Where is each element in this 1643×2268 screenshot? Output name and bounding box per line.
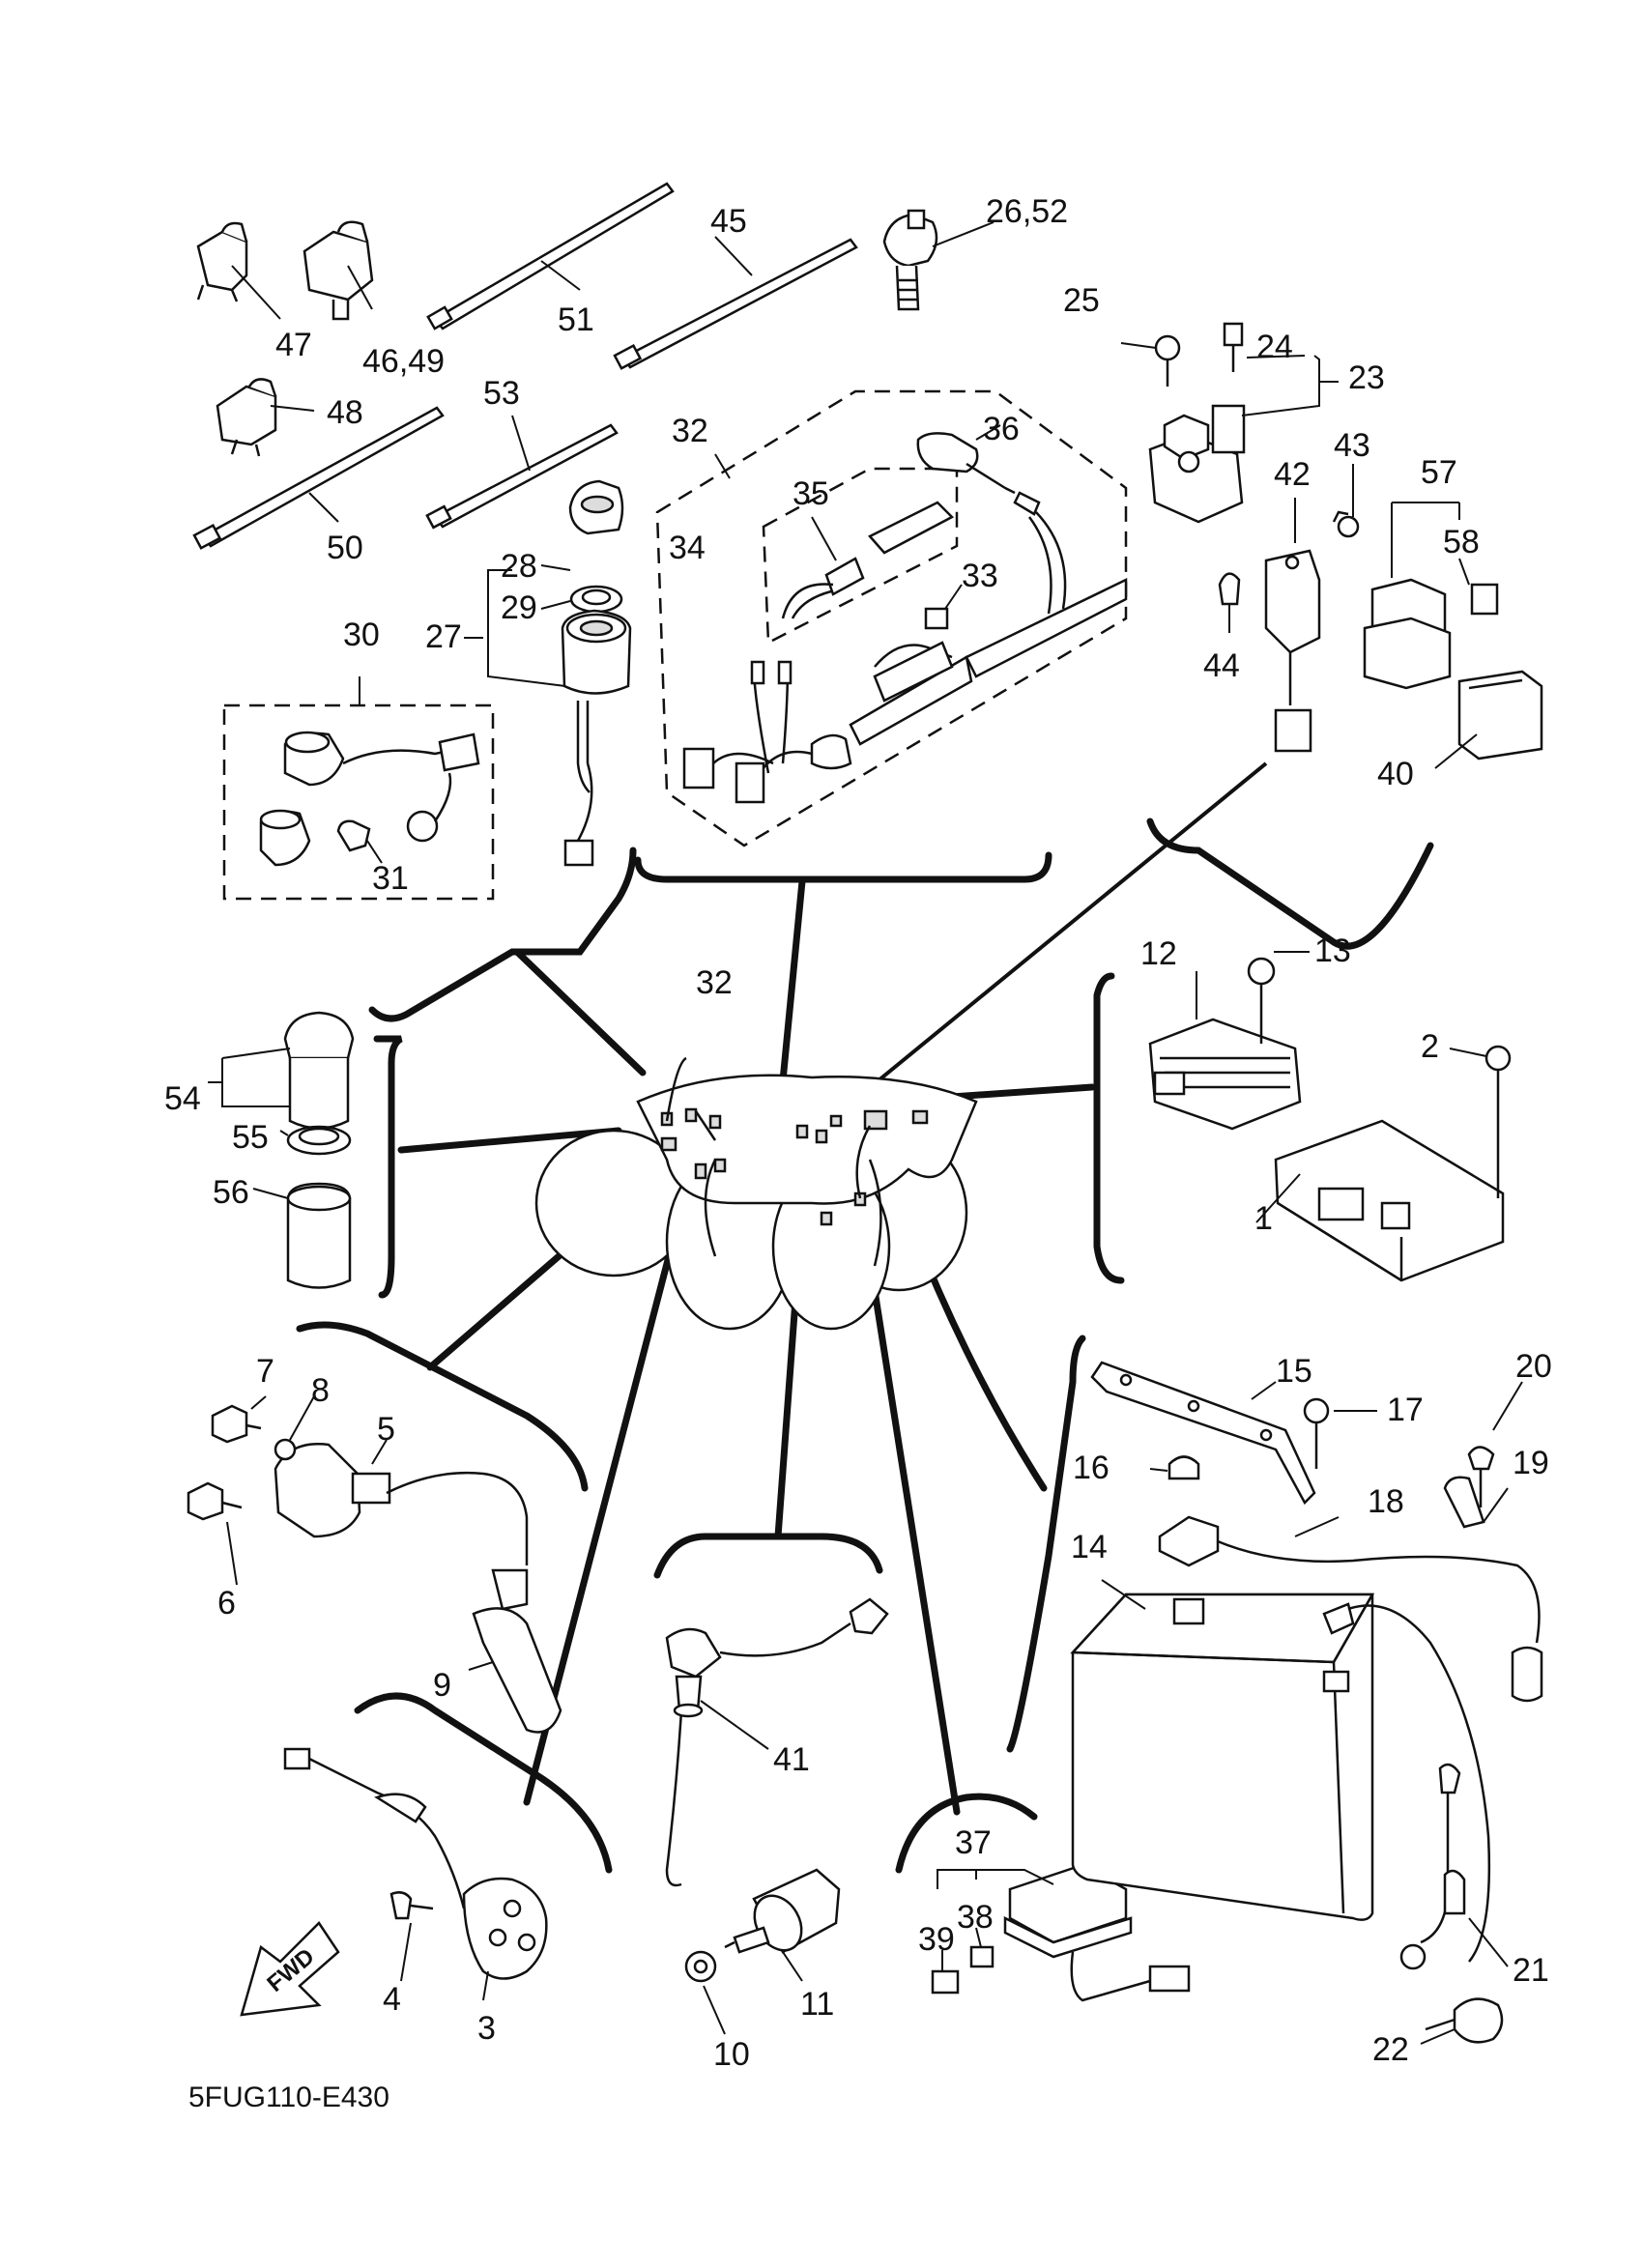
- battery-bracket-15: [1090, 1361, 1377, 1506]
- label-part-22: 22: [1372, 2031, 1409, 2068]
- lamp-group-30: [222, 676, 495, 901]
- label-part-36: 36: [983, 411, 1020, 447]
- clamp-47: [196, 221, 248, 302]
- thermo-switch-41: [665, 1597, 889, 1887]
- fuse-box-57: [1363, 502, 1543, 769]
- label-part-19: 19: [1513, 1445, 1549, 1481]
- label-part-2: 2: [1421, 1028, 1439, 1065]
- label-part-39: 39: [918, 1921, 955, 1958]
- label-part-7: 7: [256, 1353, 274, 1390]
- label-part-44: 44: [1203, 647, 1240, 684]
- label-part-24: 24: [1256, 329, 1293, 365]
- label-part-33: 33: [962, 558, 998, 594]
- battery-cable-18: [1158, 1515, 1543, 1703]
- atv-outline: [534, 1056, 978, 1331]
- label-part-41: 41: [773, 1741, 810, 1778]
- label-part-55: 55: [232, 1119, 269, 1156]
- label-part-14: 14: [1071, 1529, 1108, 1565]
- label-part-32-center: 32: [696, 964, 733, 1001]
- label-part-12: 12: [1140, 935, 1177, 972]
- label-part-21: 21: [1513, 1952, 1549, 1989]
- clamps-and-ties: [192, 182, 994, 550]
- sensor-11: [684, 1868, 841, 2035]
- label-part-18: 18: [1368, 1483, 1404, 1520]
- label-part-9: 9: [433, 1667, 451, 1704]
- label-part-11: 11: [800, 1986, 834, 2023]
- label-part-28: 28: [501, 548, 537, 585]
- label-part-5: 5: [377, 1411, 395, 1448]
- starter-relay-23: [1120, 322, 1339, 524]
- ignition-coil-5: [187, 1395, 562, 1734]
- clamp-48: [216, 378, 277, 457]
- clamp-26-52: [882, 209, 938, 311]
- harness-connectors: [660, 1056, 929, 1226]
- label-part-37: 37: [955, 1824, 992, 1861]
- label-part-54: 54: [164, 1080, 201, 1117]
- label-part-34: 34: [669, 530, 706, 566]
- label-part-10: 10: [713, 2036, 750, 2073]
- diagram-code: 5FUG110-E430: [188, 2081, 389, 2113]
- label-part-13: 13: [1314, 933, 1351, 969]
- label-part-6: 6: [217, 1585, 236, 1622]
- cdi-unit-1: [1255, 1045, 1512, 1282]
- label-part-57: 57: [1421, 454, 1457, 491]
- label-part-31: 31: [372, 860, 409, 897]
- label-part-8: 8: [311, 1372, 330, 1409]
- label-part-16: 16: [1073, 1450, 1110, 1486]
- unit-37: [931, 1863, 1191, 2002]
- group-brackets: [296, 818, 1434, 1874]
- clip-19-20: [1443, 1381, 1523, 1529]
- label-part-25: 25: [1063, 282, 1100, 319]
- label-part-38: 38: [957, 1899, 994, 1936]
- pickup-coil-3: [283, 1747, 548, 2001]
- label-part-53: 53: [483, 375, 520, 412]
- label-part-26-52: 26,52: [986, 193, 1068, 230]
- label-part-30: 30: [343, 617, 380, 653]
- label-part-20: 20: [1515, 1348, 1552, 1385]
- clamp-46-49: [303, 220, 374, 321]
- label-part-48: 48: [327, 394, 363, 431]
- label-part-23: 23: [1348, 359, 1385, 396]
- socket-54: [208, 1011, 355, 1289]
- label-part-45: 45: [710, 203, 747, 240]
- ground-cable-21-22: [1322, 1602, 1509, 2045]
- label-part-17: 17: [1387, 1392, 1424, 1428]
- label-part-1: 1: [1254, 1200, 1273, 1237]
- label-part-15: 15: [1276, 1353, 1312, 1390]
- label-part-27: 27: [425, 618, 462, 655]
- label-part-35: 35: [793, 475, 829, 512]
- label-part-58: 58: [1443, 524, 1480, 560]
- fwd-arrow-icon: [240, 1921, 340, 2017]
- battery-14: [1070, 1579, 1375, 1921]
- label-part-29: 29: [501, 589, 537, 626]
- label-part-47: 47: [275, 327, 312, 363]
- label-part-3: 3: [477, 2010, 496, 2047]
- relay-42: [1218, 464, 1360, 753]
- harness-group-32: [655, 389, 1128, 847]
- label-part-42: 42: [1274, 456, 1311, 493]
- label-part-4: 4: [383, 1981, 401, 2018]
- label-part-32-top: 32: [672, 413, 708, 449]
- label-part-51: 51: [558, 301, 594, 338]
- label-part-50: 50: [327, 530, 363, 566]
- label-part-43: 43: [1334, 427, 1370, 464]
- rectifier-12: [1148, 951, 1310, 1131]
- label-part-56: 56: [213, 1174, 249, 1211]
- label-part-46-49: 46,49: [362, 343, 445, 380]
- part-labels: 1 2 3 4 5 6 7 8 9 10 11 12 13 14 15 16 1…: [164, 193, 1552, 2073]
- label-part-40: 40: [1377, 756, 1414, 792]
- main-switch-27: [464, 479, 632, 867]
